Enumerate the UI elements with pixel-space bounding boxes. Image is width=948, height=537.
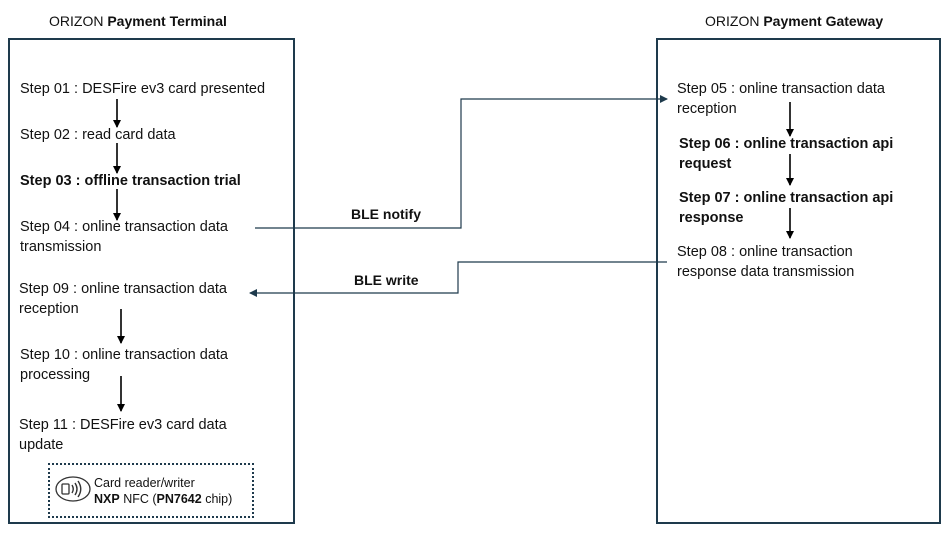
terminal-step-10: Step 10 : online transaction data proces… (20, 345, 228, 385)
step-06-line1: Step 06 : online transaction api (679, 136, 894, 152)
terminal-step-01: Step 01 : DESFire ev3 card presented (20, 79, 265, 99)
step-05-line1: Step 05 : online transaction data (677, 81, 885, 97)
step-07-line1: Step 07 : online transaction api (679, 190, 894, 206)
step-06-line2: request (679, 156, 732, 172)
step-08-line1: Step 08 : online transaction (677, 244, 853, 260)
step-11-line1: Step 11 : DESFire ev3 card data (19, 417, 227, 433)
ble-notify-connector (255, 95, 668, 229)
step-02-line1: Step 02 : read card data (20, 127, 176, 143)
step-03-line1: Step 03 : offline transaction trial (20, 173, 241, 189)
step-10-line1: Step 10 : online transaction data (20, 347, 228, 363)
step-09-line2: reception (19, 301, 79, 317)
gateway-title-prefix: ORIZON (705, 13, 760, 29)
card-reader-chip: PN7642 (156, 492, 202, 506)
terminal-step-02: Step 02 : read card data (20, 125, 176, 145)
step-01-line1: Step 01 : DESFire ev3 card presented (20, 81, 266, 97)
step-11-line2: update (19, 437, 64, 453)
step-09-line1: Step 09 : online transaction data (19, 281, 227, 297)
ble-write-label: BLE write (354, 272, 419, 288)
terminal-step-04: Step 04 : online transaction data transm… (20, 217, 228, 257)
step-07-line2: response (679, 210, 744, 226)
terminal-step-09: Step 09 : online transaction data recept… (19, 279, 227, 319)
card-reader-chip-line: NXP NFC (PN7642 chip) (94, 491, 232, 507)
gateway-step-05: Step 05 : online transaction data recept… (677, 79, 885, 119)
ble-notify-label: BLE notify (351, 206, 421, 222)
terminal-panel (8, 38, 295, 524)
gateway-step-06: Step 06 : online transaction api request (679, 134, 893, 174)
step-08-line2: response data transmission (677, 264, 855, 280)
gateway-step-08: Step 08 : online transaction response da… (677, 242, 854, 282)
terminal-title-prefix: ORIZON (49, 13, 104, 29)
step-10-line2: processing (20, 367, 91, 383)
card-reader-label: Card reader/writer (94, 476, 195, 490)
step-04-line1: Step 04 : online transaction data (20, 219, 228, 235)
gateway-step-07: Step 07 : online transaction api respons… (679, 188, 893, 228)
card-reader-suffix: chip) (205, 492, 233, 506)
terminal-title: ORIZON Payment Terminal (49, 13, 227, 29)
step-04-line2: transmission (20, 239, 102, 255)
ble-write-connector (249, 261, 667, 297)
card-reader-box: Card reader/writer NXP NFC (PN7642 chip) (48, 463, 254, 518)
terminal-step-03: Step 03 : offline transaction trial (20, 171, 241, 191)
card-reader-brand: NXP (94, 492, 120, 506)
terminal-title-bold: Payment Terminal (107, 13, 227, 29)
terminal-step-11: Step 11 : DESFire ev3 card data update (19, 415, 227, 455)
gateway-title: ORIZON Payment Gateway (705, 13, 883, 29)
step-05-line2: reception (677, 101, 737, 117)
card-reader-nfc: NFC ( (123, 492, 157, 506)
card-reader-text: Card reader/writer NXP NFC (PN7642 chip) (94, 475, 232, 507)
gateway-title-bold: Payment Gateway (763, 13, 884, 29)
gateway-panel (656, 38, 941, 524)
nfc-contactless-icon (55, 476, 91, 502)
